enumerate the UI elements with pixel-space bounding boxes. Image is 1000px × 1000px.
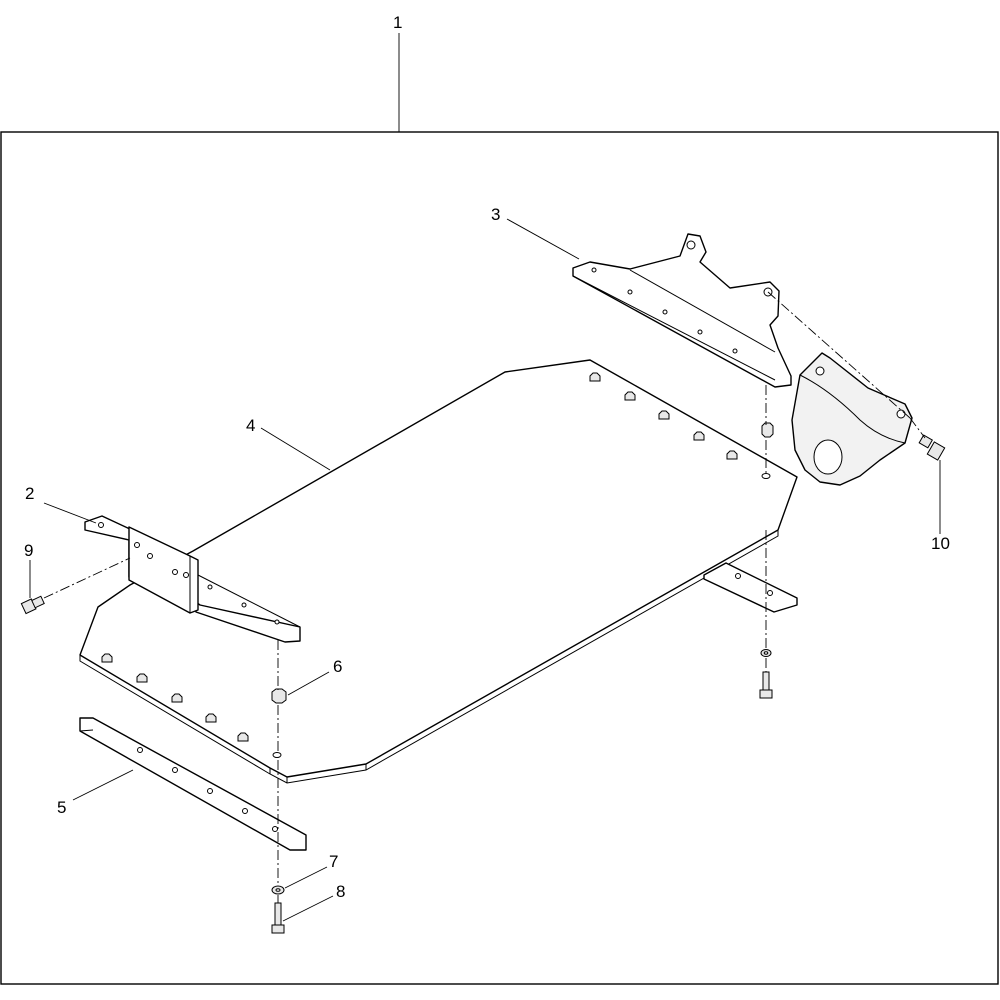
callout-8: 8 bbox=[336, 882, 345, 901]
washer-right[interactable] bbox=[760, 649, 772, 657]
assembly-frame bbox=[0, 131, 999, 985]
assembly-axes bbox=[43, 291, 926, 903]
rivet-row-right bbox=[589, 372, 738, 460]
callout-5: 5 bbox=[57, 798, 66, 817]
nut-right-upper[interactable] bbox=[761, 422, 774, 438]
part-3-bracket[interactable] bbox=[572, 233, 792, 388]
part-5-strip[interactable] bbox=[79, 717, 307, 851]
callout-1: 1 bbox=[393, 13, 402, 32]
part-7-washer[interactable] bbox=[271, 885, 285, 895]
callout-3: 3 bbox=[491, 205, 500, 224]
bolt-right[interactable] bbox=[759, 671, 773, 699]
hook-bracket[interactable] bbox=[791, 352, 913, 486]
part-4-base-plate[interactable] bbox=[79, 359, 798, 784]
right-lower-strip[interactable] bbox=[703, 562, 798, 613]
callout-7: 7 bbox=[329, 852, 338, 871]
callout-4: 4 bbox=[246, 416, 255, 435]
part-6-nut[interactable] bbox=[271, 688, 287, 704]
part-9-bolt[interactable] bbox=[20, 595, 45, 615]
part-8-bolt[interactable] bbox=[271, 902, 285, 934]
callout-2: 2 bbox=[25, 484, 34, 503]
callout-9: 9 bbox=[24, 541, 33, 560]
leader-lines bbox=[29, 33, 941, 922]
callout-6: 6 bbox=[333, 657, 342, 676]
callout-10: 10 bbox=[931, 534, 950, 553]
rivet-row-left bbox=[101, 653, 249, 742]
part-10-bolt[interactable] bbox=[918, 434, 946, 461]
callout-labels: 1 2 3 4 5 6 7 8 9 10 bbox=[24, 13, 950, 901]
